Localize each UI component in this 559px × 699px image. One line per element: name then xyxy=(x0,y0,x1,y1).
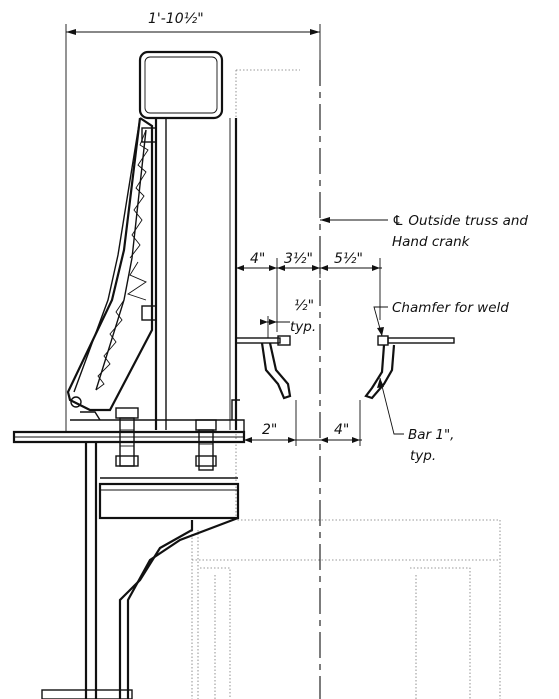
truss-panel xyxy=(66,117,157,412)
half-inch-dimension: ½" typ. xyxy=(260,298,316,338)
dim-half-inch: ½" xyxy=(294,298,314,314)
dim-4-top: 4" xyxy=(250,251,265,267)
chamfer-callout: Chamfer for weld xyxy=(373,300,509,337)
centerline-note-line1: ℄ Outside truss and xyxy=(392,213,528,229)
dim-2-bottom: 2" xyxy=(262,422,277,438)
bar-note-line1: Bar 1", xyxy=(408,427,454,443)
overall-width-label: 1'-10½" xyxy=(148,11,204,27)
bar-note-line2: typ. xyxy=(410,448,436,464)
centerline-callout: ℄ Outside truss and Hand crank xyxy=(320,213,528,250)
overall-width-dimension: 1'-10½" xyxy=(65,11,321,432)
background-structure-outline xyxy=(191,69,501,699)
left-crank-detail xyxy=(235,335,292,400)
dim-5-5: 5½" xyxy=(334,251,363,267)
vertical-post xyxy=(154,118,238,430)
centerline-note-line2: Hand crank xyxy=(392,234,471,250)
bar-callout: Bar 1", typ. xyxy=(377,377,454,464)
top-spacing-dimensions: 4" 3½" 5½" xyxy=(235,251,382,332)
dim-4-bottom: 4" xyxy=(334,422,349,438)
chamfer-note: Chamfer for weld xyxy=(392,300,509,316)
girder-section xyxy=(41,442,240,699)
dim-3-5: 3½" xyxy=(284,251,313,267)
bottom-spacing-dimensions: 2" 4" xyxy=(244,400,362,446)
anchor-bolts xyxy=(115,407,217,471)
right-crank-detail xyxy=(364,335,455,400)
post-cap xyxy=(138,50,224,120)
dim-half-inch-typ: typ. xyxy=(290,319,316,335)
deck-and-base xyxy=(12,399,246,444)
